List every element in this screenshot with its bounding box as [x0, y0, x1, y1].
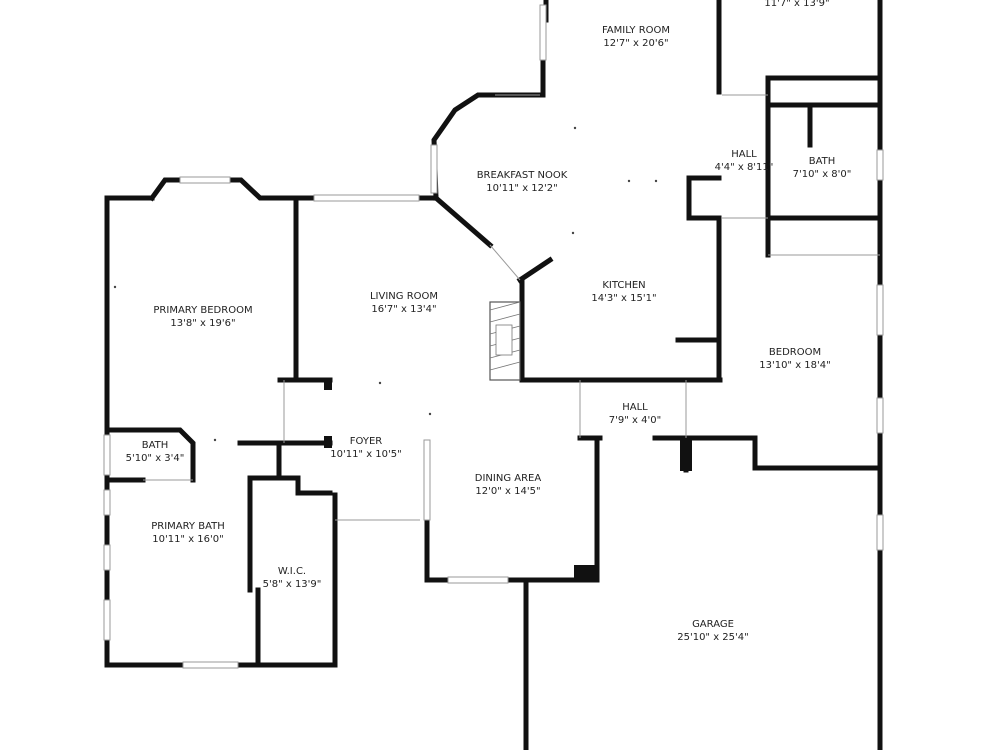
fireplace: [489, 301, 521, 381]
windows: [103, 4, 884, 669]
room-name-primary-bath: PRIMARY BATH: [151, 521, 225, 532]
fireplace-firebox: [495, 324, 513, 356]
window-garage: [876, 514, 884, 551]
room-dims-garage: 25'10" x 25'4": [677, 632, 749, 643]
dot: [627, 179, 631, 183]
wall-kitchen-diag: [516, 256, 554, 284]
dot: [378, 381, 382, 385]
window-dining: [447, 576, 509, 584]
room-name-garage: GARAGE: [692, 619, 734, 630]
room-name-bedroom: BEDROOM: [769, 347, 821, 358]
room-dims-bath-left: 5'10" x 3'4": [126, 453, 185, 464]
room-dims-bedroom: 13'10" x 18'4": [759, 360, 831, 371]
room-dims-breakfast-nook: 10'11" x 12'2": [486, 183, 558, 194]
room-dims-primary-bedroom: 13'8" x 19'6": [170, 318, 235, 329]
room-name-foyer: FOYER: [350, 436, 383, 447]
openings: [143, 94, 880, 521]
room-name-breakfast-nook: BREAKFAST NOOK: [477, 170, 568, 181]
dot: [654, 179, 658, 183]
room-dims-family-room: 12'7" x 20'6": [603, 38, 668, 49]
room-dims-hall-lower: 7'9" x 4'0": [609, 415, 661, 426]
window-pbath-1: [103, 489, 111, 516]
room-dims-primary-bath: 10'11" x 16'0": [152, 534, 224, 545]
room-name-hall-lower: HALL: [622, 402, 648, 413]
dot: [428, 412, 432, 416]
window-bath-r: [876, 149, 884, 181]
window-primary-bay: [179, 176, 231, 184]
room-name-hall-upper: HALL: [731, 149, 757, 160]
room-name-kitchen: KITCHEN: [602, 280, 645, 291]
window-living: [313, 194, 420, 202]
dot: [571, 231, 575, 235]
window-foyer: [423, 439, 431, 521]
wall-garage-top: [652, 435, 883, 471]
window-family: [539, 4, 547, 61]
room-name-bath-left: BATH: [142, 440, 169, 451]
room-dims-bath-right: 7'10" x 8'0": [793, 169, 852, 180]
column-block-2: [680, 438, 692, 471]
dot: [573, 126, 577, 130]
wall-bath-left: [104, 427, 196, 483]
room-name-primary-bedroom: PRIMARY BEDROOM: [153, 305, 252, 316]
wall-bay-primary: [148, 177, 303, 202]
window-pbath-3: [103, 599, 111, 641]
markers: [113, 126, 658, 442]
window-bath-left: [103, 434, 111, 476]
room-name-bath-right: BATH: [809, 156, 836, 167]
window-pbath-2: [103, 544, 111, 571]
wall-wic: [247, 475, 333, 593]
door-stop-2: [324, 436, 332, 448]
room-name-wic: W.I.C.: [278, 566, 306, 577]
room-dims-wic: 5'8" x 13'9": [263, 579, 322, 590]
window-nook-left: [430, 144, 438, 194]
room-dims-foyer: 10'11" x 10'5": [330, 449, 402, 460]
wall-hall-stub: [686, 175, 722, 221]
room-dims-top-right: 11'7" x 13'9": [764, 0, 829, 9]
room-dims-dining-area: 12'0" x 14'5": [475, 486, 540, 497]
opening-line-2: [489, 244, 521, 281]
room-dims-living-room: 16'7" x 13'4": [371, 304, 436, 315]
room-dims-kitchen: 14'3" x 15'1": [591, 293, 656, 304]
window-primary-bath: [182, 661, 239, 669]
room-name-dining-area: DINING AREA: [475, 473, 542, 484]
window-bedroom-1: [876, 284, 884, 336]
window-bedroom-2: [876, 397, 884, 434]
room-dims-hall-upper: 4'4" x 8'11": [715, 162, 774, 173]
dot: [113, 285, 117, 289]
wall-nook-diag: [432, 194, 494, 249]
room-name-living-room: LIVING ROOM: [370, 291, 438, 302]
dot: [213, 438, 217, 442]
column-block: [574, 565, 596, 580]
room-labels: 11'7" x 13'9" FAMILY ROOM 12'7" x 20'6" …: [126, 0, 852, 643]
room-name-family-room: FAMILY ROOM: [602, 25, 670, 36]
door-stop: [324, 378, 332, 390]
